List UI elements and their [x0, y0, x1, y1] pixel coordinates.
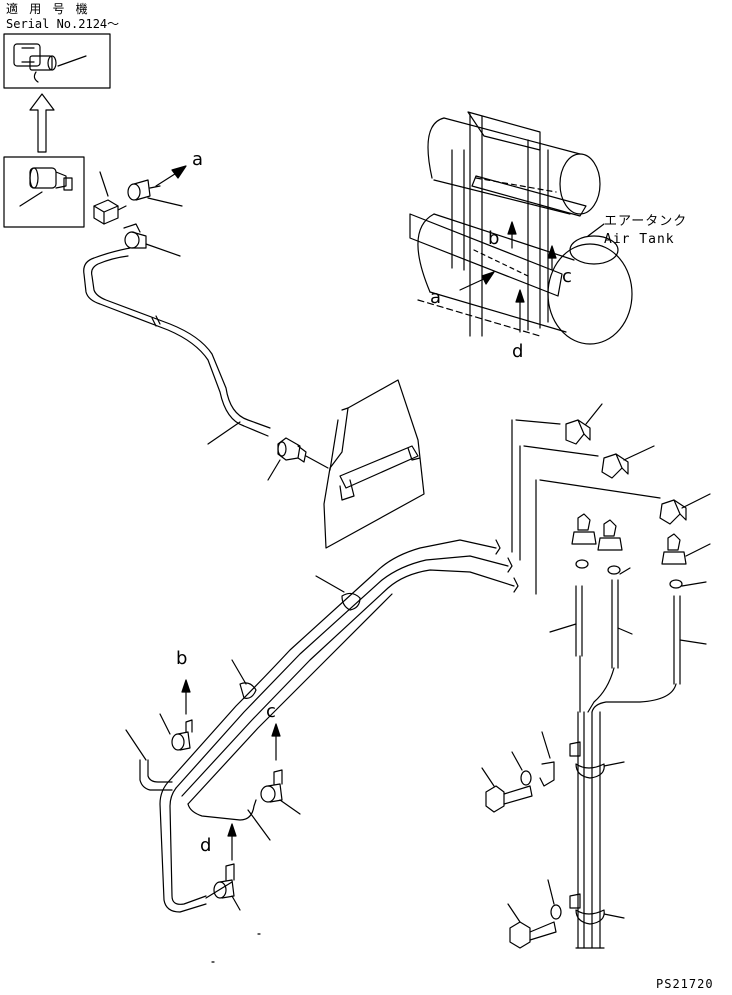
detail-box-old [3, 156, 85, 228]
label-b-fitting: b [176, 648, 188, 669]
label-d-fitting: d [200, 835, 212, 856]
hose-set [549, 579, 707, 949]
elbow-fitting-r2 [601, 445, 655, 479]
right-tubes [511, 419, 661, 595]
label-c-tank: c [562, 266, 572, 287]
mounting-plate [323, 379, 425, 549]
detail-box-new [3, 33, 111, 89]
elbow-fitting-b [159, 679, 193, 751]
elbow-fitting-d [213, 823, 241, 911]
applicable-serial-heading: 適 用 号 機 [6, 2, 90, 16]
connector-fitting-upper [127, 179, 183, 207]
elbow-fitting-upper [123, 223, 181, 257]
tube-bundle [125, 539, 519, 913]
valve-block [93, 171, 127, 225]
elbow-fitting-r1 [565, 403, 603, 445]
union-fitting-mid [267, 437, 329, 481]
replacement-arrow [29, 93, 55, 153]
drawing-code: PS21720 [656, 977, 714, 991]
label-d-tank: d [512, 341, 524, 362]
air-tank-label-jp: エアータンク [604, 214, 688, 229]
label-b-tank: b [488, 228, 500, 249]
label-a-tank: a [430, 287, 442, 308]
pipe-main-upper [83, 247, 271, 445]
bolt-upper [481, 731, 555, 813]
arrow-a-top [155, 165, 187, 187]
label-a-top: a [192, 149, 204, 170]
label-c-fitting: c [266, 701, 276, 722]
elbow-fitting-r3 [659, 493, 711, 525]
serial-number-range: Serial No.2124～ [6, 17, 120, 31]
elbow-fitting-c [260, 723, 301, 815]
air-tank-label-en: Air Tank [604, 232, 675, 247]
stray-marks [211, 933, 261, 963]
bolt-lower [507, 879, 562, 949]
grease-nipple-set [571, 513, 711, 589]
air-tank-assembly [409, 111, 633, 345]
